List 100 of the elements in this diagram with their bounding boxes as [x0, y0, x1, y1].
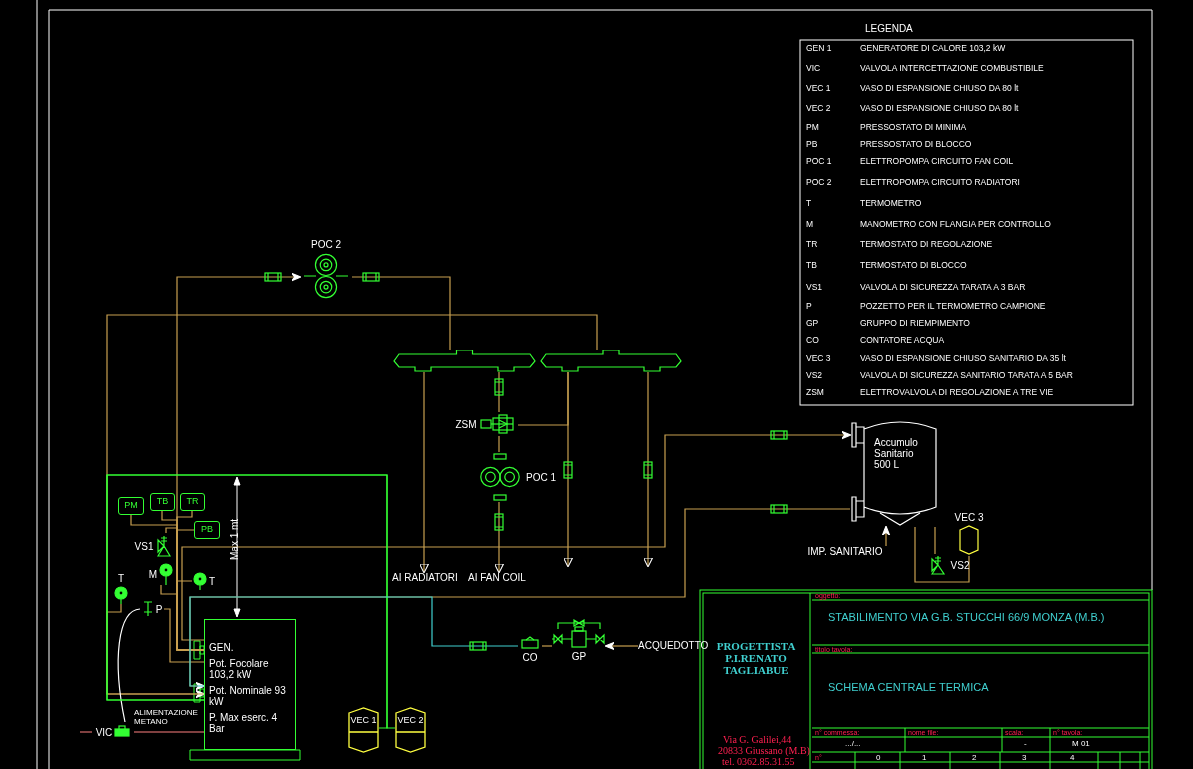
tag-label: ZSM: [455, 418, 477, 430]
instrument-box: PM: [118, 497, 144, 515]
designer-name: PROGETTISTA P.I.RENATO TAGLIABUE: [715, 640, 797, 677]
legend-description: VASO DI ESPANSIONE CHIUSO DA 80 lt: [860, 104, 1019, 114]
legend-code: VIC: [806, 64, 821, 74]
legend-description: POZZETTO PER IL TERMOMETRO CAMPIONE: [860, 302, 1046, 312]
flow-arrow: [562, 371, 574, 568]
tag-label: P: [155, 603, 163, 615]
rating-text: P. Max eserc. 4 Bar: [209, 712, 279, 734]
tag-label: CO: [522, 651, 538, 663]
legend-code: POC 1: [806, 157, 832, 167]
pipe-label: ALIMENTAZIONE METANO: [134, 709, 199, 727]
tag-label: VIC: [95, 726, 113, 738]
address-text: Via G. Galilei,44: [723, 734, 792, 745]
legend-description: GRUPPO DI RIEMPIMENTO: [860, 319, 970, 329]
tag-label: VEC 3: [954, 511, 984, 523]
field-value: 3: [1022, 754, 1027, 763]
tag-label: M: [148, 568, 158, 580]
instrument-box: TB: [150, 493, 175, 511]
address-text: 20833 Giussano (M.B): [718, 745, 810, 756]
field-value: 1: [922, 754, 927, 763]
tag-label: VS2: [950, 559, 970, 571]
boiler-tag: GEN.: [209, 642, 291, 653]
flow-arrow: [604, 641, 639, 651]
flow-arrow: [181, 430, 852, 641]
legend-description: PRESSOSTATO DI MINIMA: [860, 123, 967, 133]
tag-label: T: [208, 575, 216, 587]
legend-description: ELETTROVALVOLA DI REGOLAZIONE A TRE VIE: [860, 388, 1054, 398]
flow-arrow: [418, 371, 430, 574]
legend-description: PRESSOSTATO DI BLOCCO: [860, 140, 972, 150]
rating-text: Pot. Nominale 93 kW: [209, 685, 287, 707]
flow-arrow: [493, 501, 505, 574]
pipe-line: [498, 435, 500, 453]
pipe-line: [934, 526, 936, 555]
legend-code: M: [806, 220, 814, 230]
legend-code: POC 2: [806, 178, 832, 188]
legend-description: GENERATORE DI CALORE 103,2 kW: [860, 44, 1006, 54]
address-text: tel. 0362.85.31.55: [722, 756, 795, 767]
legend-description: VASO DI ESPANSIONE CHIUSO SANITARIO DA 35 lt: [860, 354, 1066, 364]
legend-description: VASO DI ESPANSIONE CHIUSO DA 80 lt: [860, 84, 1019, 94]
tag-label: POC 1: [526, 471, 556, 483]
instrument-box: PB: [194, 521, 220, 539]
legend-description: CONTATORE ACQUA: [860, 336, 945, 346]
vessel-tag: VEC 2: [395, 716, 426, 726]
destination-label: IMP. SANITARIO: [800, 546, 890, 560]
legend-code: PM: [806, 123, 819, 133]
legend-description: VALVOLA DI SICUREZZA SANITARIO TARATA A 5 BAR: [860, 371, 1073, 381]
tag-label: VS1: [134, 540, 154, 552]
field-value: 2: [972, 754, 977, 763]
legend-code: CO: [806, 336, 819, 346]
tank-label: Accumulo Sanitario 500 L: [874, 437, 919, 470]
pipe-line: [133, 731, 205, 733]
legend-code: PB: [806, 140, 818, 150]
flow-arrow: [881, 525, 891, 547]
legend-description: MANOMETRO CON FLANGIA PER CONTROLLO: [860, 220, 1051, 230]
legend-code: TB: [806, 261, 817, 271]
field-value: 0: [876, 754, 881, 763]
legend-code: T: [806, 199, 812, 209]
pipe-line: [541, 645, 553, 647]
pipe-line: [498, 371, 500, 413]
field-value: -: [1024, 740, 1027, 749]
legend-description: ELETTROPOMPA CIRCUITO FAN COIL: [860, 157, 1014, 167]
vessel-tag: VEC 1: [348, 716, 379, 726]
pipe-line: [117, 608, 141, 723]
legend-description: ELETTROPOMPA CIRCUITO RADIATORI: [860, 178, 1020, 188]
legend-description: TERMOMETRO: [860, 199, 922, 209]
legend-description: VALVOLA DI SICUREZZA TARATA A 3 BAR: [860, 283, 1026, 293]
pipe-line: [914, 526, 970, 583]
legend-title: LEGENDA: [865, 23, 913, 34]
legend-code: GP: [806, 319, 819, 329]
field-value: .../...: [845, 740, 861, 749]
pipe-line: [351, 276, 451, 351]
tag-label: GP: [571, 650, 587, 662]
rating-text: Pot. Focolare 103,2 kW: [209, 658, 270, 680]
title-text: STABILIMENTO VIA G.B. STUCCHI 66/9 MONZA (M.B.): [828, 611, 1105, 624]
legend-description: TERMOSTATO DI BLOCCO: [860, 261, 967, 271]
title-text: SCHEMA CENTRALE TERMICA: [828, 681, 989, 694]
boiler-casing: [204, 619, 296, 750]
legend-description: VALVOLA INTERCETTAZIONE COMBUSTIBILE: [860, 64, 1044, 74]
legend-code: VEC 2: [806, 104, 831, 114]
legend-code: TR: [806, 240, 818, 250]
field-value: M 01: [1072, 740, 1090, 749]
legend-code: ZSM: [806, 388, 824, 398]
legend-code: VS2: [806, 371, 823, 381]
instrument-box: TR: [180, 493, 205, 511]
destination-label: AI RADIATORI: [391, 572, 459, 586]
pipe-line: [163, 608, 205, 663]
tag-label: POC 2: [311, 238, 341, 250]
legend-code: GEN 1: [806, 44, 832, 54]
field-value: 4: [1070, 754, 1075, 763]
dimension-text: Max 1 mt: [229, 518, 240, 560]
legend-code: VS1: [806, 283, 823, 293]
legend-code: P: [806, 302, 812, 312]
pipe-line: [189, 596, 519, 687]
tag-label: T: [117, 572, 125, 584]
legend-code: VEC 1: [806, 84, 831, 94]
flow-arrow: [642, 371, 654, 568]
destination-label: AI FAN COIL: [468, 572, 524, 586]
legend-code: VEC 3: [806, 354, 831, 364]
legend-description: TERMOSTATO DI REGOLAZIONE: [860, 240, 993, 250]
